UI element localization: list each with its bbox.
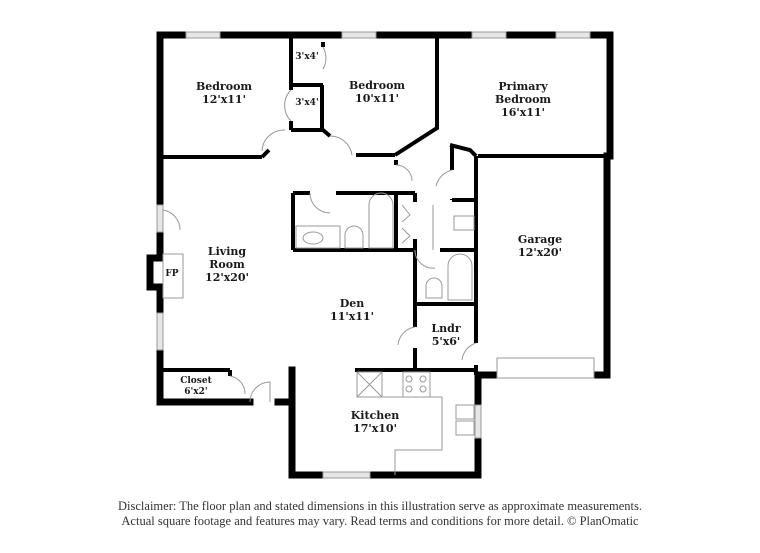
disclaimer: Disclaimer: The floor plan and stated di… [0, 499, 760, 529]
room-dims: 12'x20' [518, 246, 562, 259]
room-name: Bedroom [195, 80, 253, 93]
room-name-line1: Living [207, 245, 247, 258]
room-dims: 3'x4' [295, 52, 319, 62]
room-dims: 11'x11' [330, 310, 374, 323]
room-label-closet-upper: 3'x4' [295, 52, 318, 63]
room-name-line2: Room [209, 258, 245, 271]
room-label-living-room: Living Room 12'x20' [205, 245, 249, 284]
room-name: Bedroom [348, 79, 406, 92]
room-label-primary-bedroom: Primary Bedroom 16'x11' [495, 80, 551, 119]
room-dims: 12'x11' [202, 93, 246, 106]
room-name: Lndr [431, 322, 461, 335]
room-dims: 6'x2' [184, 387, 208, 397]
doors [162, 46, 477, 403]
fixtures [162, 192, 475, 475]
room-dims: 3'x4' [295, 98, 319, 108]
room-label-bedroom-1: Bedroom 12'x11' [196, 80, 252, 106]
room-label-laundry: Lndr 5'x6' [431, 322, 460, 348]
room-name: Closet [180, 376, 212, 386]
room-dims: 5'x6' [431, 335, 461, 348]
room-label-garage: Garage 12'x20' [518, 233, 562, 259]
disclaimer-line-1: Disclaimer: The floor plan and stated di… [118, 499, 642, 513]
room-label-den: Den 11'x11' [330, 297, 374, 323]
room-dims: 10'x11' [355, 92, 399, 105]
fireplace-text: FP [165, 269, 179, 279]
room-label-closet-front: Closet 6'x2' [180, 376, 212, 398]
room-label-bedroom-2: Bedroom 10'x11' [349, 79, 405, 105]
windows [156, 31, 595, 479]
room-dims: 17'x10' [353, 422, 397, 435]
fireplace-label: FP [165, 269, 178, 280]
room-label-kitchen: Kitchen 17'x10' [351, 409, 400, 435]
room-name-line1: Primary [498, 80, 548, 93]
room-name: Garage [517, 233, 563, 246]
exterior-walls [146, 31, 614, 479]
room-dims: 12'x20' [205, 271, 249, 284]
room-dims: 16'x11' [501, 106, 545, 119]
room-name: Kitchen [350, 409, 400, 422]
interior-walls [160, 35, 607, 376]
room-label-closet-lower: 3'x4' [295, 98, 318, 109]
room-name: Den [339, 297, 365, 310]
room-name-line2: Bedroom [494, 93, 552, 106]
disclaimer-line-2: Actual square footage and features may v… [121, 514, 639, 528]
